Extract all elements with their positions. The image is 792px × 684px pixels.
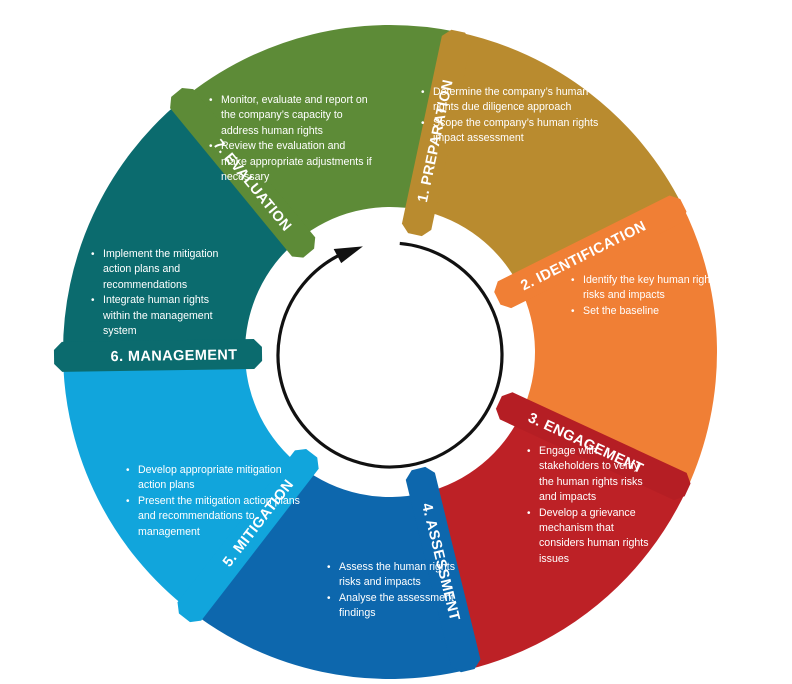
management-bullet: Integrate human rights within the manage… xyxy=(90,293,220,339)
tab-label-management: 6. MANAGEMENT xyxy=(110,347,237,365)
identification-bullet: Identify the key human rights risks and … xyxy=(570,273,720,304)
tab-number: 1. xyxy=(415,184,434,204)
tab-shape-management xyxy=(53,339,263,372)
tab-shape-identification xyxy=(494,195,687,309)
mitigation-bullet: Present the mitigation action plans and … xyxy=(125,494,305,540)
cycle-arrow-arc xyxy=(276,241,504,469)
preparation-bullet: Determine the company’s human rights due… xyxy=(420,85,610,116)
assessment-bullet: Assess the human rights risks and impact… xyxy=(326,560,476,591)
management-bullets: Implement the mitigation action plans an… xyxy=(90,247,220,339)
identification-bullets: Identify the key human rights risks and … xyxy=(570,273,720,320)
mitigation-bullet: Develop appropriate mitigation action pl… xyxy=(125,463,305,494)
assessment-bullets: Assess the human rights risks and impact… xyxy=(326,560,476,622)
tab-number: 2. xyxy=(518,272,541,294)
evaluation-bullet: Monitor, evaluate and report on the comp… xyxy=(208,93,373,139)
tab-title: MANAGEMENT xyxy=(128,347,238,365)
preparation-bullets: Determine the company’s human rights due… xyxy=(420,85,610,147)
tab-management: 6. MANAGEMENT xyxy=(53,339,263,372)
management-bullet: Implement the mitigation action plans an… xyxy=(90,247,220,293)
engagement-bullets: Engage with stakeholders to verify the h… xyxy=(526,444,654,567)
evaluation-bullet: Review the evaluation and make appropria… xyxy=(208,139,373,185)
engagement-bullet: Develop a grievance mechanism that consi… xyxy=(526,506,654,568)
tab-number: 3. xyxy=(525,410,547,432)
assessment-bullet: Analyse the assessment findings xyxy=(326,591,476,622)
tab-number: 4. xyxy=(418,502,438,522)
engagement-bullet: Engage with stakeholders to verify the h… xyxy=(526,444,654,506)
mitigation-bullets: Develop appropriate mitigation action pl… xyxy=(125,463,305,540)
preparation-bullet: Scope the company’s human rights impact … xyxy=(420,116,610,147)
identification-bullet: Set the baseline xyxy=(570,304,720,320)
evaluation-bullets: Monitor, evaluate and report on the comp… xyxy=(208,93,373,185)
cycle-arrow xyxy=(276,241,504,469)
cycle-arrow-head-icon xyxy=(333,246,363,264)
tab-number: 6. xyxy=(110,349,128,365)
